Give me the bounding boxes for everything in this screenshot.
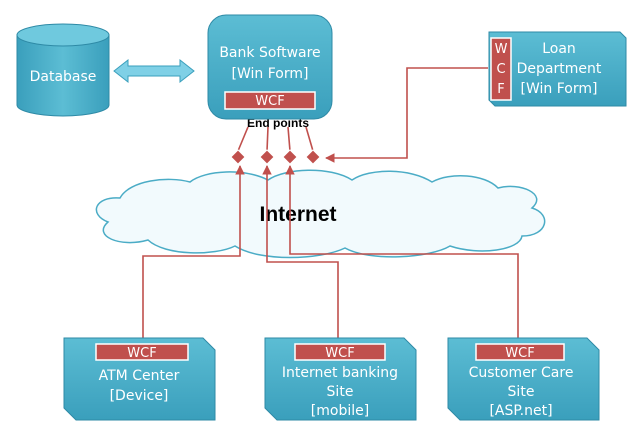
database-link-arrow	[113, 58, 195, 84]
bank-software-wcf-badge	[224, 91, 316, 110]
customer-care-node: WCF Customer Care Site [ASP.net]	[447, 337, 600, 421]
customer-care-title: Customer Care	[469, 365, 574, 381]
customer-care-wcf-badge	[475, 343, 565, 361]
internet-banking-node: WCF Internet banking Site [mobile]	[264, 337, 417, 421]
bank-software-wcf-label: WCF	[255, 94, 284, 109]
internet-cloud: Internet	[95, 169, 546, 259]
connectors	[142, 67, 519, 340]
endpoint-diamond	[305, 149, 321, 165]
atm-wcf-label: WCF	[127, 346, 156, 361]
customer-care-wcf-label: WCF	[505, 346, 534, 361]
loan-wcf-letter-c: C	[496, 62, 505, 77]
atm-title: ATM Center	[99, 368, 180, 384]
customer-care-connector	[285, 165, 519, 340]
loan-wcf-badge	[490, 37, 512, 101]
loan-wcf-letter-w: W	[495, 42, 508, 57]
internet-banking-subtitle: Site	[327, 384, 354, 400]
endpoints	[230, 149, 321, 165]
internet-label: Internet	[259, 203, 336, 226]
atm-connector	[142, 165, 245, 340]
internet-banking-title: Internet banking	[282, 365, 398, 381]
internet-banking-connector	[262, 165, 339, 340]
internet-banking-platform: [mobile]	[311, 403, 369, 419]
endpoint-link-4	[305, 126, 314, 152]
loan-wcf-letter-f: F	[497, 82, 504, 97]
atm-wcf-badge	[95, 343, 189, 361]
loan-department-node: W C F Loan Department [Win Form]	[488, 31, 627, 107]
atm-subtitle: [Device]	[110, 388, 169, 404]
customer-care-subtitle: Site	[508, 384, 535, 400]
endpoint-diamond	[282, 149, 298, 165]
bank-software-node: Bank Software [Win Form] WCF	[207, 14, 333, 120]
database-node: Database	[16, 23, 110, 117]
loan-subtitle: Department	[517, 61, 602, 77]
internet-banking-wcf-badge	[294, 343, 386, 361]
endpoint-diamond	[230, 149, 246, 165]
bank-software-subtitle: [Win Form]	[232, 66, 309, 82]
loan-connector	[325, 67, 488, 163]
endpoint-diamond	[259, 149, 275, 165]
internet-banking-wcf-label: WCF	[325, 346, 354, 361]
loan-title: Loan	[542, 41, 576, 57]
bank-software-title: Bank Software	[219, 45, 320, 61]
loan-platform: [Win Form]	[521, 81, 598, 97]
customer-care-platform: [ASP.net]	[489, 403, 552, 419]
endpoint-link-3	[287, 126, 291, 152]
database-label: Database	[30, 69, 97, 85]
endpoint-link-1	[237, 126, 249, 152]
endpoint-link-2	[266, 126, 269, 152]
atm-center-node: WCF ATM Center [Device]	[63, 337, 216, 421]
